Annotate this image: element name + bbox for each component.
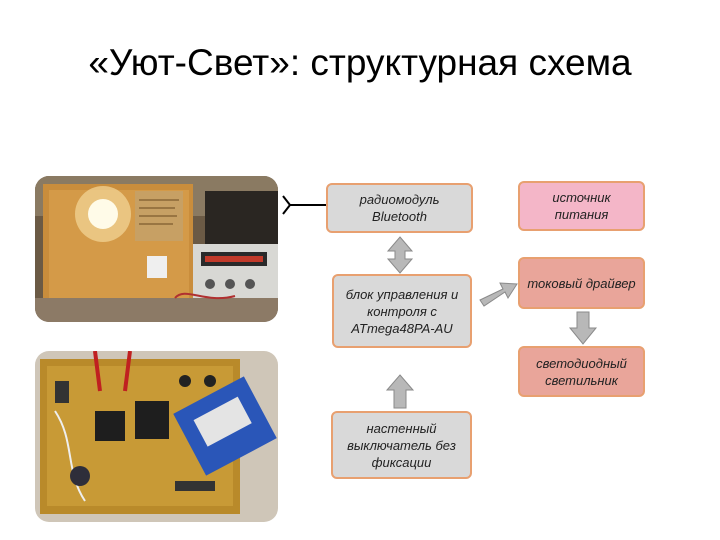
wall-switch-block: настенный выключатель без фиксации xyxy=(331,411,472,479)
control-unit-block: блок управления и контроля с ATmega48PA-… xyxy=(332,274,472,348)
prototype-photo xyxy=(35,176,278,322)
circuit-board-photo xyxy=(35,351,278,522)
bluetooth-module-block: радиомодуль Bluetooth xyxy=(326,183,473,233)
power-supply-block: источник питания xyxy=(518,181,645,231)
bluetooth-control-double-arrow xyxy=(386,236,414,274)
switch-control-arrow xyxy=(385,374,415,409)
bluetooth-link-connector xyxy=(282,195,326,215)
driver-led-arrow xyxy=(568,311,598,345)
led-luminaire-block: светодиодный светильник xyxy=(518,346,645,397)
control-driver-arrow xyxy=(479,282,518,307)
current-driver-block: токовый драйвер xyxy=(518,257,645,309)
page-title: «Уют-Свет»: структурная схема xyxy=(88,42,632,83)
